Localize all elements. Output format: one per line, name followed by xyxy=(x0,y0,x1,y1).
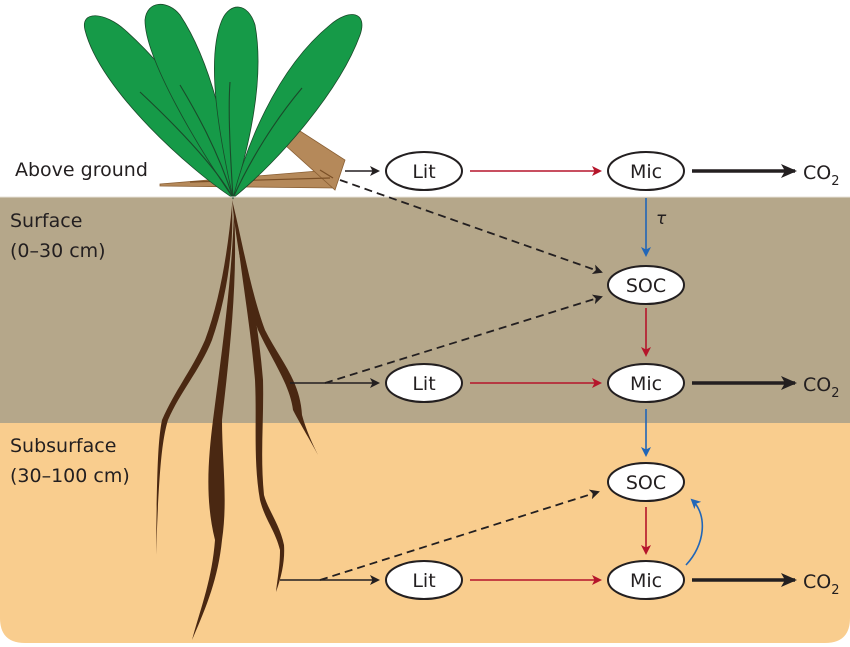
plant-roots-icon xyxy=(156,200,318,640)
svg-text:CO2: CO2 xyxy=(803,162,840,189)
svg-text:CO2: CO2 xyxy=(803,571,840,598)
node-mic-surface: Mic xyxy=(607,363,685,403)
node-mic-subsurface: Mic xyxy=(607,560,685,600)
node-co2-surface: CO2 xyxy=(803,374,840,401)
flow-plant-to-soc-surface-dashed xyxy=(339,179,603,275)
svg-text:SOC: SOC xyxy=(626,472,666,494)
node-soc-surface: SOC xyxy=(607,265,685,305)
flow-root-to-soc-subsurface-dashed xyxy=(319,489,600,581)
flow-mic-to-soc-subsurface-recycle xyxy=(685,498,704,566)
node-co2-above: CO2 xyxy=(803,162,840,189)
label-subsurface: Subsurface xyxy=(10,435,117,457)
svg-text:CO2: CO2 xyxy=(803,374,840,401)
svg-text:Lit: Lit xyxy=(412,161,435,183)
node-co2-subsurface: CO2 xyxy=(803,571,840,598)
node-lit-above: Lit xyxy=(385,151,463,191)
node-mic-above: Mic xyxy=(607,151,685,191)
tau-label: τ xyxy=(656,209,667,229)
label-above-ground: Above ground xyxy=(15,159,148,181)
svg-text:Lit: Lit xyxy=(412,570,435,592)
label-surface-depth: (0–30 cm) xyxy=(10,240,106,262)
svg-text:Lit: Lit xyxy=(412,373,435,395)
svg-text:Mic: Mic xyxy=(630,570,662,592)
plant-leaves-icon xyxy=(83,3,363,200)
subsurface-layer-band xyxy=(0,423,850,643)
node-lit-subsurface: Lit xyxy=(385,560,463,600)
node-soc-subsurface: SOC xyxy=(607,462,685,502)
label-subsurface-depth: (30–100 cm) xyxy=(10,465,130,487)
node-lit-surface: Lit xyxy=(385,363,463,403)
svg-text:Mic: Mic xyxy=(630,373,662,395)
svg-text:Mic: Mic xyxy=(630,161,662,183)
label-surface: Surface xyxy=(10,210,83,232)
flow-root-to-soc-surface-dashed xyxy=(324,294,603,384)
svg-text:SOC: SOC xyxy=(626,275,666,297)
